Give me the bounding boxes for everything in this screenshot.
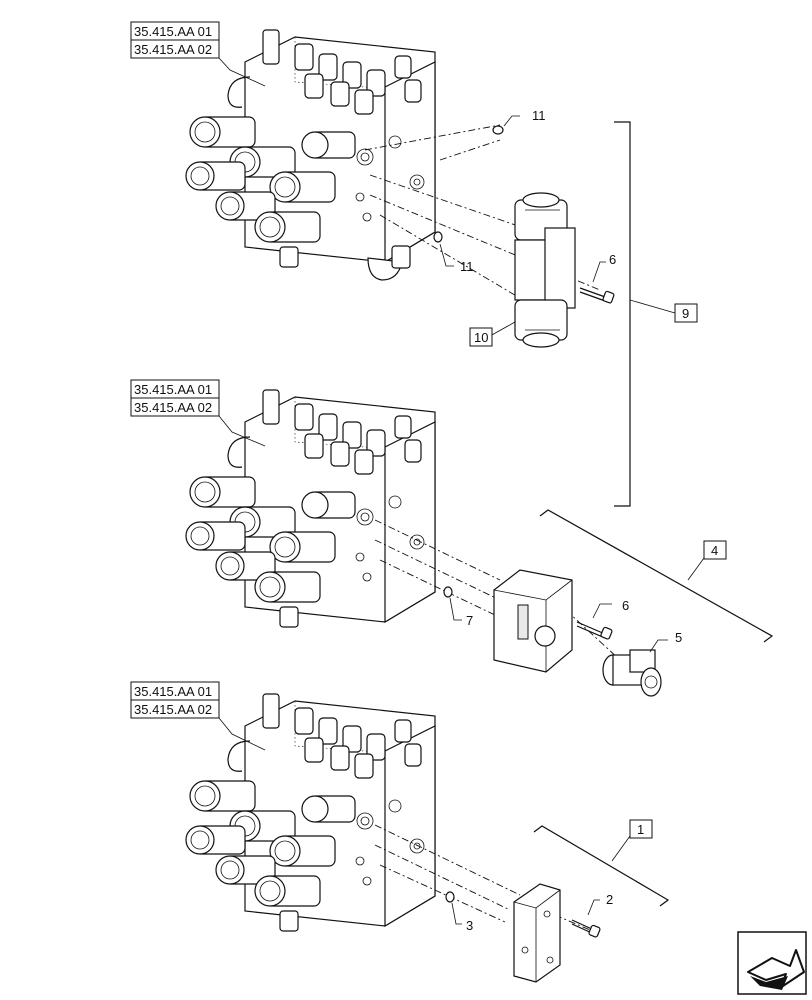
valve-assembly-3 [185, 693, 436, 932]
reference-label: 35.415.AA 01 [134, 24, 212, 39]
callout-11-lower[interactable]: 11 [439, 243, 474, 274]
svg-text:7: 7 [466, 613, 473, 628]
callout-5[interactable]: 5 [649, 630, 682, 653]
callout-4-bracket[interactable]: 4 [539, 509, 774, 643]
reference-box-group-1[interactable]: 35.415.AA 01 35.415.AA 02 [130, 21, 266, 87]
svg-text:9: 9 [682, 306, 689, 321]
callout-10[interactable]: 10 [469, 321, 516, 347]
svg-text:6: 6 [609, 252, 616, 267]
callout-3[interactable]: 3 [451, 902, 473, 933]
valve-assembly-1 [185, 29, 436, 281]
callout-9-bracket[interactable]: 9 [614, 121, 698, 507]
exploded-parts-group-3 [374, 824, 601, 983]
callout-7[interactable]: 7 [449, 597, 473, 628]
callout-2[interactable]: 2 [587, 892, 613, 916]
valve-assembly-2 [185, 389, 436, 628]
svg-text:4: 4 [711, 543, 718, 558]
svg-text:2: 2 [606, 892, 613, 907]
callout-1-bracket[interactable]: 1 [533, 819, 670, 907]
svg-text:11: 11 [532, 108, 546, 123]
reference-label: 35.415.AA 02 [134, 702, 212, 717]
reference-box-group-3[interactable]: 35.415.AA 01 35.415.AA 02 [130, 681, 266, 751]
svg-text:1: 1 [637, 822, 644, 837]
reference-label: 35.415.AA 01 [134, 684, 212, 699]
callout-6-lower[interactable]: 6 [592, 598, 629, 619]
svg-text:6: 6 [622, 598, 629, 613]
callout-6-upper[interactable]: 6 [592, 252, 616, 283]
reference-label: 35.415.AA 01 [134, 382, 212, 397]
reference-label: 35.415.AA 02 [134, 400, 212, 415]
svg-text:10: 10 [474, 330, 488, 345]
svg-text:3: 3 [466, 918, 473, 933]
next-page-arrow-icon[interactable] [737, 931, 807, 995]
exploded-parts-group-1 [364, 124, 615, 348]
svg-text:5: 5 [675, 630, 682, 645]
reference-box-group-2[interactable]: 35.415.AA 01 35.415.AA 02 [130, 379, 266, 447]
reference-label: 35.415.AA 02 [134, 42, 212, 57]
exploded-parts-group-2 [374, 519, 662, 697]
svg-text:11: 11 [460, 259, 474, 274]
callout-11-upper[interactable]: 11 [503, 108, 546, 127]
